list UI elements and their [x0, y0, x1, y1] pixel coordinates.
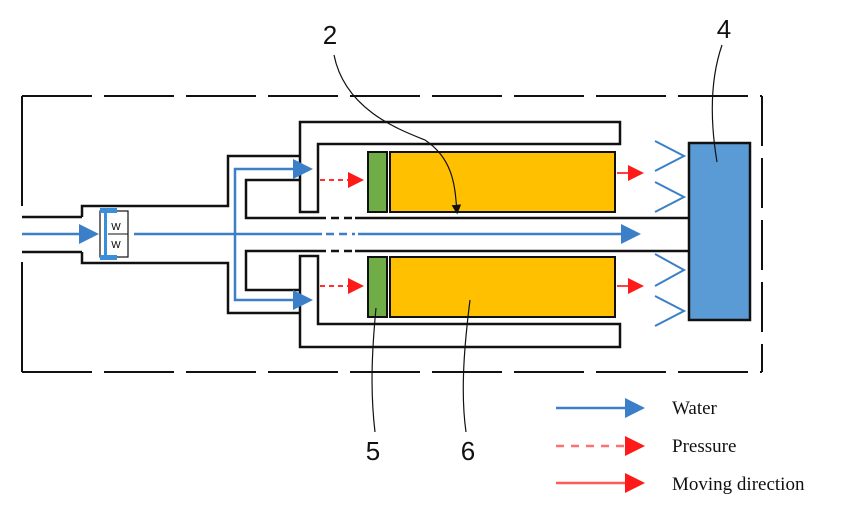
label-part-5: 5 [366, 436, 380, 466]
spring-icon: W [111, 222, 121, 233]
target-block [687, 141, 752, 322]
water-flow [22, 159, 641, 310]
moving-arrows [617, 165, 644, 294]
water-spray-chevrons [654, 140, 687, 327]
legend-pressure-label: Pressure [672, 436, 736, 457]
upper-piston [367, 151, 388, 213]
spring-icon: W [111, 240, 121, 251]
label-part-4: 4 [717, 14, 731, 44]
label-part-6: 6 [461, 436, 475, 466]
lower-block [389, 256, 616, 318]
leader-lines [333, 44, 723, 433]
check-valve: W W [99, 208, 129, 260]
legend-water-label: Water [672, 398, 718, 419]
legend: Water Pressure Moving direction [556, 398, 805, 495]
lower-cylinder-wall [298, 254, 622, 349]
lower-piston [367, 256, 388, 318]
outer-boundary [21, 95, 763, 373]
pressure-arrows [320, 172, 364, 294]
upper-block [389, 151, 616, 213]
housing [22, 120, 690, 349]
label-part-2: 2 [323, 20, 337, 50]
legend-moving-label: Moving direction [672, 474, 805, 495]
upper-cylinder-wall [298, 120, 622, 214]
